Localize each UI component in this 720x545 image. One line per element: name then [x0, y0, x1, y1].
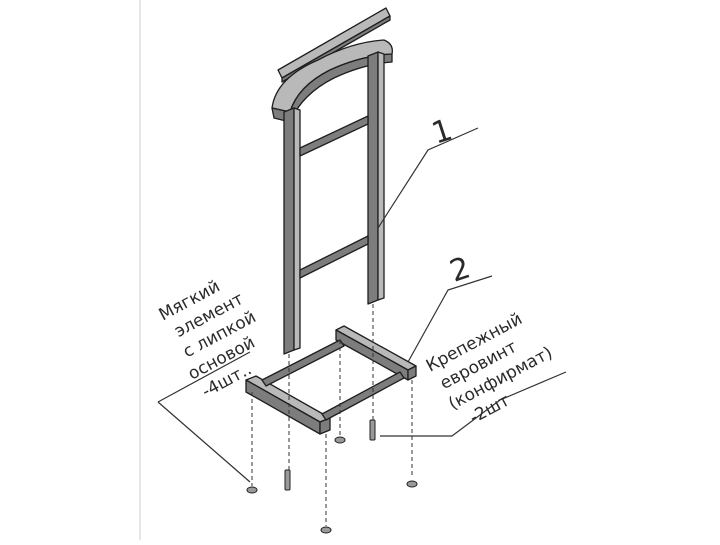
soft-pad: [246, 486, 258, 494]
right-post-face: [377, 51, 385, 301]
soft-pad: [406, 480, 418, 488]
base-left-rail: [261, 339, 345, 387]
part-2-base: [245, 325, 417, 435]
base-back-rail-end: [407, 365, 417, 381]
base-back-rail-top: [335, 325, 417, 371]
hardware: [246, 419, 418, 534]
leader-soft-element: [157, 401, 251, 483]
lower-crossbar: [299, 235, 369, 279]
label-fastener: Крепежный евровинт (конфирмат) -2шт: [423, 309, 556, 428]
base-right-rail: [321, 371, 405, 421]
leader-part-1: [377, 127, 479, 229]
screw: [369, 419, 376, 441]
leader-soft-element-underline: [157, 351, 251, 403]
left-post-face: [293, 107, 301, 351]
part-1-frame: [271, 7, 393, 355]
leader-fastener-underline: [499, 371, 567, 401]
soft-pad: [320, 526, 332, 534]
callout-part-1: 1: [428, 112, 457, 151]
screw: [284, 469, 291, 491]
assembly-guides: [251, 304, 413, 526]
leader-part-2: [407, 275, 493, 363]
right-post: [367, 51, 379, 305]
leader-lines: [157, 127, 567, 483]
soft-pad: [334, 436, 346, 444]
leader-fastener: [380, 399, 501, 437]
upper-crossbar: [299, 115, 369, 157]
callout-part-2: 2: [446, 250, 475, 289]
left-post: [283, 107, 295, 355]
